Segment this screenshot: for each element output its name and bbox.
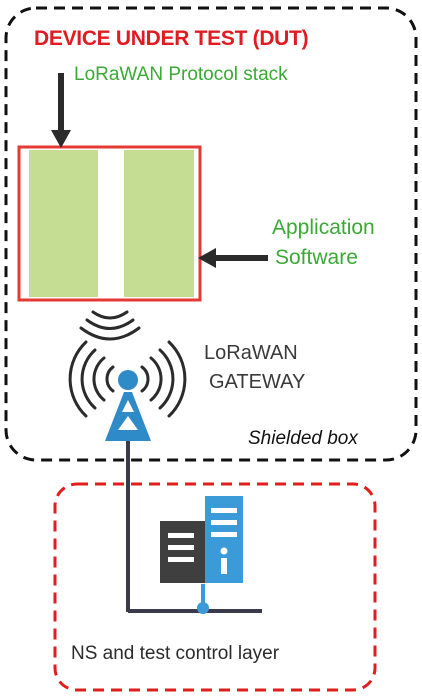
shielded-box-label: Shielded box — [248, 428, 358, 449]
application-layer — [124, 150, 194, 297]
shielded-box — [4, 6, 418, 462]
protocol-stack-label: LoRaWAN Protocol stack — [74, 64, 288, 85]
dut-block — [17, 145, 202, 302]
server-icon — [160, 496, 243, 583]
dut-title: DEVICE UNDER TEST (DUT) — [34, 27, 309, 50]
control-layer-label: NS and test control layer — [71, 643, 280, 664]
gateway-radio-waves-icon — [68, 340, 187, 418]
protocol-stack-layer — [29, 150, 98, 297]
app-arrow — [198, 248, 268, 268]
application-label-line2: Software — [275, 246, 358, 269]
application-label-line1: Application — [272, 216, 375, 239]
info-icon — [220, 547, 228, 574]
stack-arrow — [51, 73, 71, 148]
gateway-label-line1: LoRaWAN — [204, 342, 298, 364]
gateway-label-line2: GATEWAY — [209, 371, 306, 393]
server-connector — [197, 584, 209, 614]
gateway-antenna-icon — [105, 370, 151, 441]
device-radio-waves-icon — [79, 310, 141, 341]
